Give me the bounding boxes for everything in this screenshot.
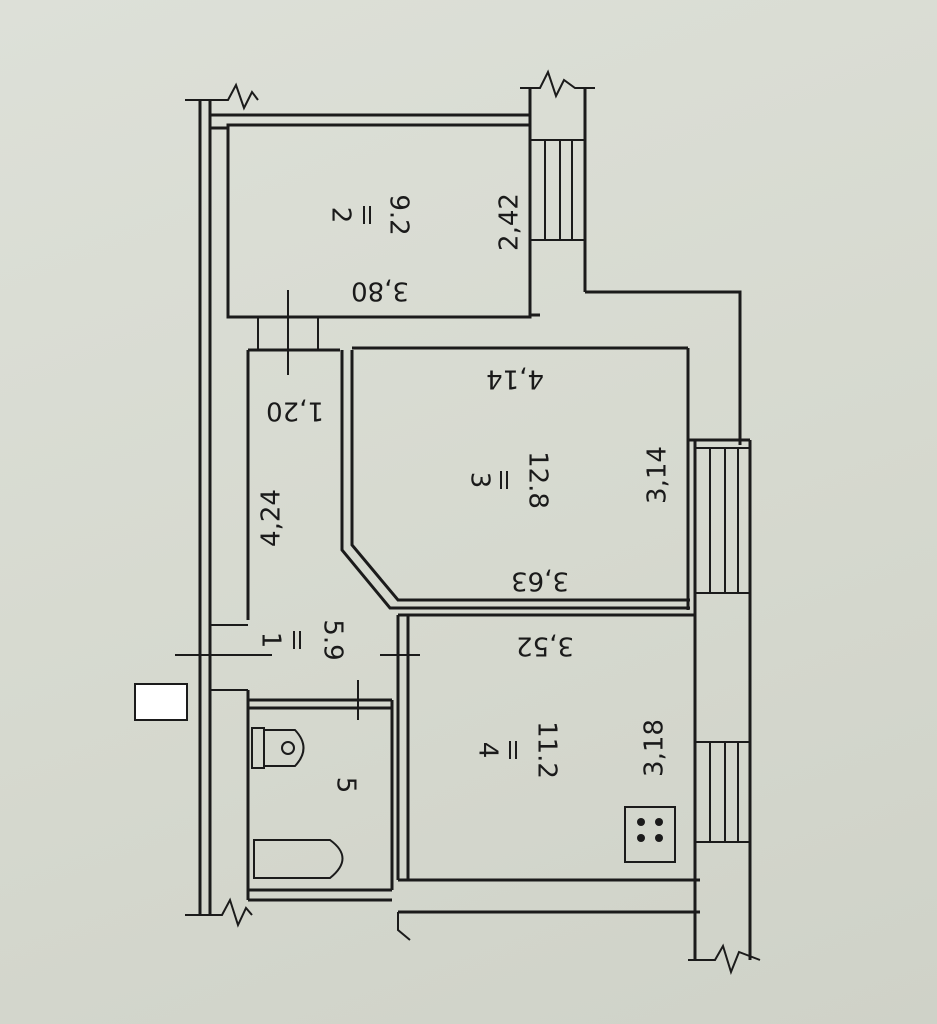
room-5-number: 5 <box>331 777 361 794</box>
room-1-number: 1 <box>256 632 286 649</box>
dim-room-2-width: 2,42 <box>495 193 525 251</box>
room-4-number: 4 <box>473 742 503 759</box>
window-room-3 <box>694 447 751 594</box>
dim-hall-top: 1,20 <box>266 396 324 426</box>
dim-room-3-side: 3,14 <box>643 446 673 504</box>
dim-room-4-top: 3,52 <box>516 631 574 661</box>
room-3 <box>340 346 690 610</box>
room-2-number: 2 <box>326 207 356 224</box>
doorway-room-2 <box>257 290 319 375</box>
toilet-icon <box>251 727 305 769</box>
room-4 <box>380 613 700 941</box>
dim-room-2-length: 3,80 <box>351 276 409 306</box>
stove-icon <box>624 806 676 863</box>
room-1-area: 5.9 <box>318 619 348 660</box>
room-2-area: 9.2 <box>384 194 414 235</box>
room-4-label: 4 11.2 <box>473 721 562 779</box>
room-3-number: 3 <box>465 472 495 489</box>
dim-room-4-side: 3,18 <box>640 719 670 777</box>
dim-room-3-bottom: 3,63 <box>511 566 569 596</box>
room-3-area: 12.8 <box>523 451 553 509</box>
room-3-label: 3 12.8 <box>465 451 553 509</box>
window-room-4 <box>694 741 751 843</box>
room-1-hall <box>175 348 340 900</box>
room-2-label: 2 9.2 <box>326 194 414 235</box>
room-1-label: 1 5.9 <box>256 619 348 660</box>
redaction-box <box>134 683 188 721</box>
room-4-area: 11.2 <box>532 721 562 779</box>
room-5-bathroom <box>248 680 394 902</box>
outer-wall-left <box>185 82 259 928</box>
dim-room-3-top: 4,14 <box>486 364 544 394</box>
window-room-2 <box>529 139 586 241</box>
outer-wall-top-right <box>520 69 742 445</box>
dim-hall-side: 4,24 <box>257 489 287 547</box>
bathtub-icon <box>253 839 344 879</box>
